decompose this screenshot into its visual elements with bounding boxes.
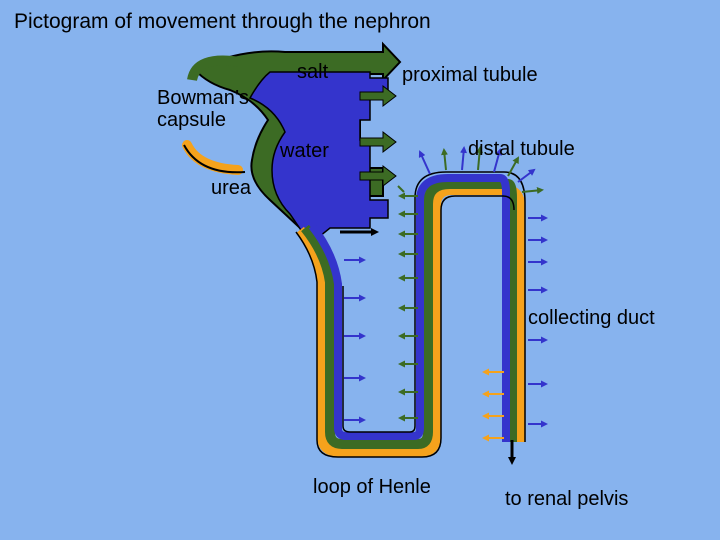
label-proximal-tubule: proximal tubule: [402, 64, 538, 86]
slide-title: Pictogram of movement through the nephro…: [14, 10, 431, 33]
label-distal-tubule: distal tubule: [468, 138, 575, 160]
label-to-renal-pelvis: to renal pelvis: [505, 488, 629, 510]
water-region: [248, 71, 389, 252]
label-water: water: [280, 140, 329, 162]
label-collecting-duct: collecting duct: [528, 307, 655, 329]
label-salt: salt: [297, 61, 329, 83]
distal-fan-arrows: [397, 146, 544, 194]
bowmans-capsule-green-arc: [187, 55, 241, 82]
label-urea: urea: [211, 177, 252, 199]
descending-water-arrows: [344, 256, 366, 424]
bowmans-capsule-orange-arc: [182, 140, 243, 175]
collecting-urea-arrows: [482, 368, 504, 442]
label-loop-of-henle: loop of Henle: [313, 476, 431, 498]
label-bowmans-capsule: Bowman’s capsule: [157, 87, 249, 131]
ascending-salt-arrows: [398, 192, 418, 422]
bowmans-capsule-outline: [183, 144, 246, 174]
collecting-water-arrows: [528, 214, 548, 428]
loop-water-layer: [308, 174, 510, 442]
